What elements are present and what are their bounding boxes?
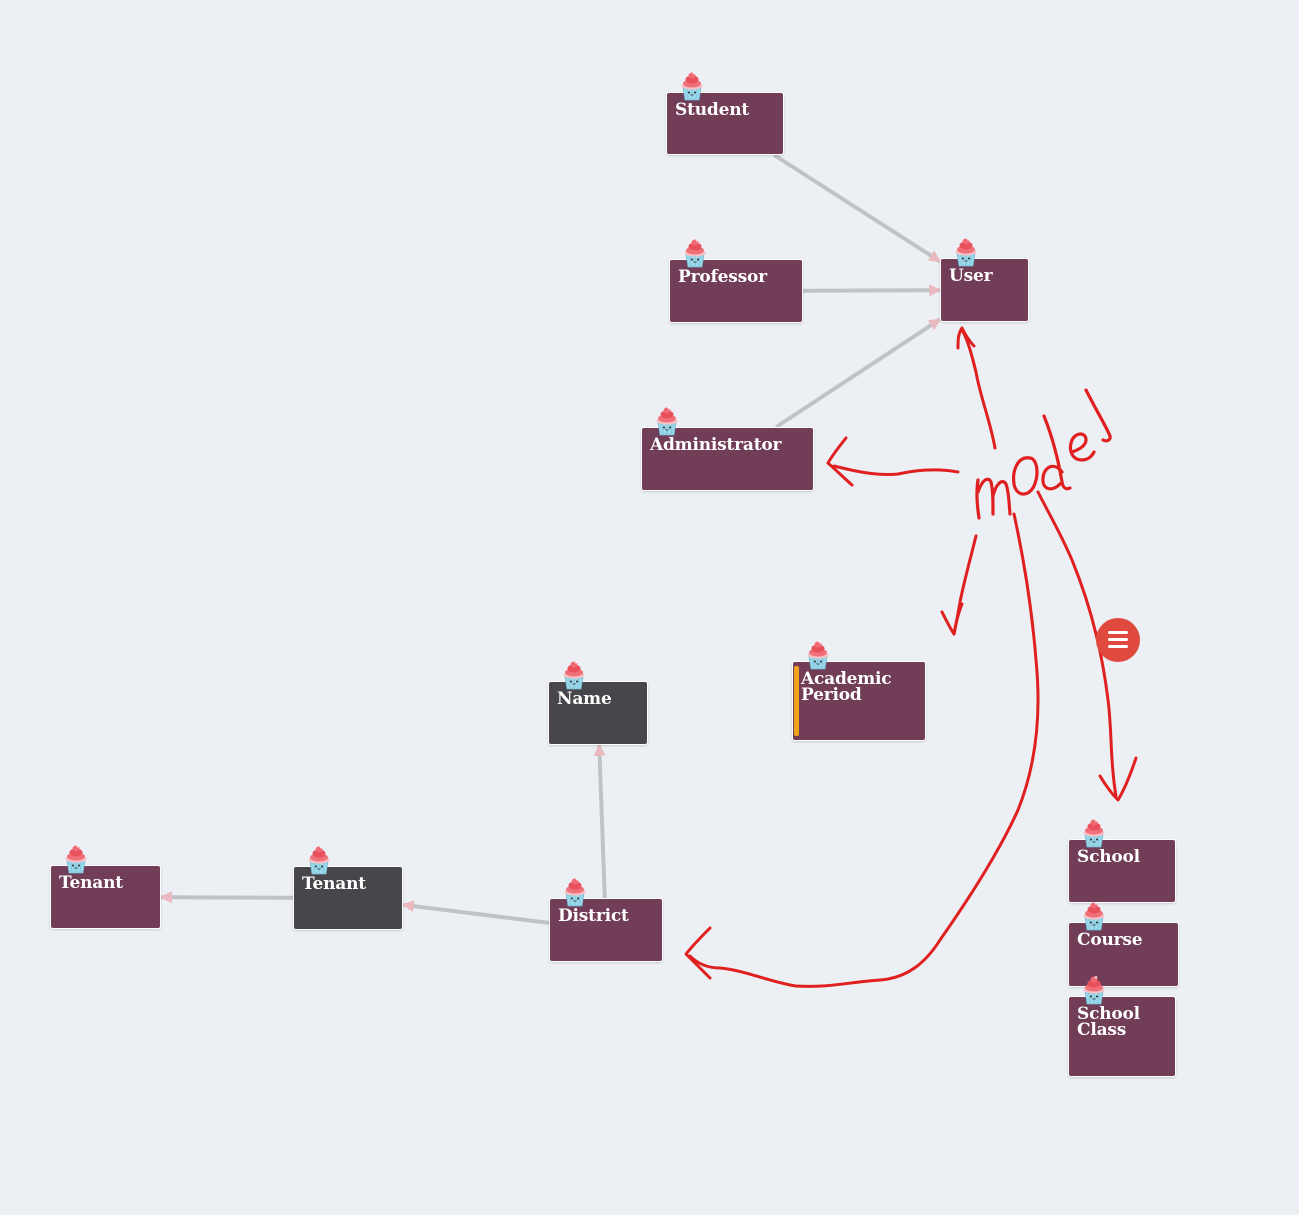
- cupcake-icon: [308, 845, 330, 875]
- node-label: Tenant: [302, 874, 366, 894]
- cupcake-icon: [563, 660, 585, 690]
- hamburger-menu-icon-bar: [1108, 638, 1128, 641]
- node-label: User: [949, 266, 993, 286]
- edge-administrator-to-user[interactable]: [775, 317, 942, 429]
- cupcake-icon: [1083, 975, 1105, 1005]
- node-academic-period[interactable]: Academic Period: [792, 640, 926, 741]
- cupcake-icon: [681, 71, 703, 101]
- node-label: Tenant: [59, 873, 123, 893]
- cupcake-icon: [684, 238, 706, 268]
- edge-district-to-name[interactable]: [593, 743, 607, 899]
- node-district[interactable]: District: [549, 877, 663, 962]
- edge-student-to-user[interactable]: [773, 153, 942, 264]
- annotation-arrow-to-administrator: [826, 436, 960, 487]
- node-label: Name: [557, 689, 612, 709]
- hamburger-menu-icon-bar: [1108, 631, 1128, 634]
- node-professor[interactable]: Professor: [669, 238, 803, 323]
- node-label: Professor: [678, 267, 767, 287]
- node-name[interactable]: Name: [548, 660, 648, 745]
- node-tenant-attribute[interactable]: Tenant: [293, 845, 403, 930]
- node-label: School: [1077, 847, 1140, 867]
- cupcake-icon: [1083, 901, 1105, 931]
- annotation-arrow-to-district: [684, 512, 1040, 988]
- annotation-arrow-to-academic-period: [940, 534, 978, 636]
- node-label: School Class: [1077, 1004, 1140, 1040]
- annotation-arrow-to-school: [1036, 490, 1138, 802]
- node-school-class[interactable]: School Class: [1068, 975, 1176, 1077]
- status-flag: [794, 666, 799, 736]
- annotation-text-model: [975, 388, 1112, 520]
- hamburger-menu-icon-bar: [1108, 645, 1128, 648]
- node-user[interactable]: User: [940, 237, 1029, 322]
- node-student[interactable]: Student: [666, 71, 784, 155]
- node-school[interactable]: School: [1068, 818, 1176, 903]
- cupcake-icon: [65, 844, 87, 874]
- node-label: Course: [1077, 930, 1143, 950]
- edge-district-to-tenant-attr[interactable]: [401, 900, 550, 925]
- node-label: Academic Period: [801, 669, 892, 705]
- edge-professor-to-user[interactable]: [802, 284, 942, 297]
- cupcake-icon: [1083, 818, 1105, 848]
- node-label: Administrator: [650, 435, 782, 455]
- node-tenant[interactable]: Tenant: [50, 844, 161, 929]
- node-label: District: [558, 906, 629, 926]
- node-label: Student: [675, 100, 750, 120]
- cupcake-icon: [955, 237, 977, 267]
- cupcake-icon: [807, 640, 829, 670]
- node-administrator[interactable]: Administrator: [641, 406, 814, 491]
- edge-tenant-attr-to-tenant[interactable]: [159, 891, 294, 904]
- hamburger-menu-button[interactable]: [1096, 618, 1140, 662]
- cupcake-icon: [564, 877, 586, 907]
- cupcake-icon: [656, 406, 678, 436]
- annotation-arrow-to-user: [956, 326, 997, 450]
- node-course[interactable]: Course: [1068, 901, 1179, 987]
